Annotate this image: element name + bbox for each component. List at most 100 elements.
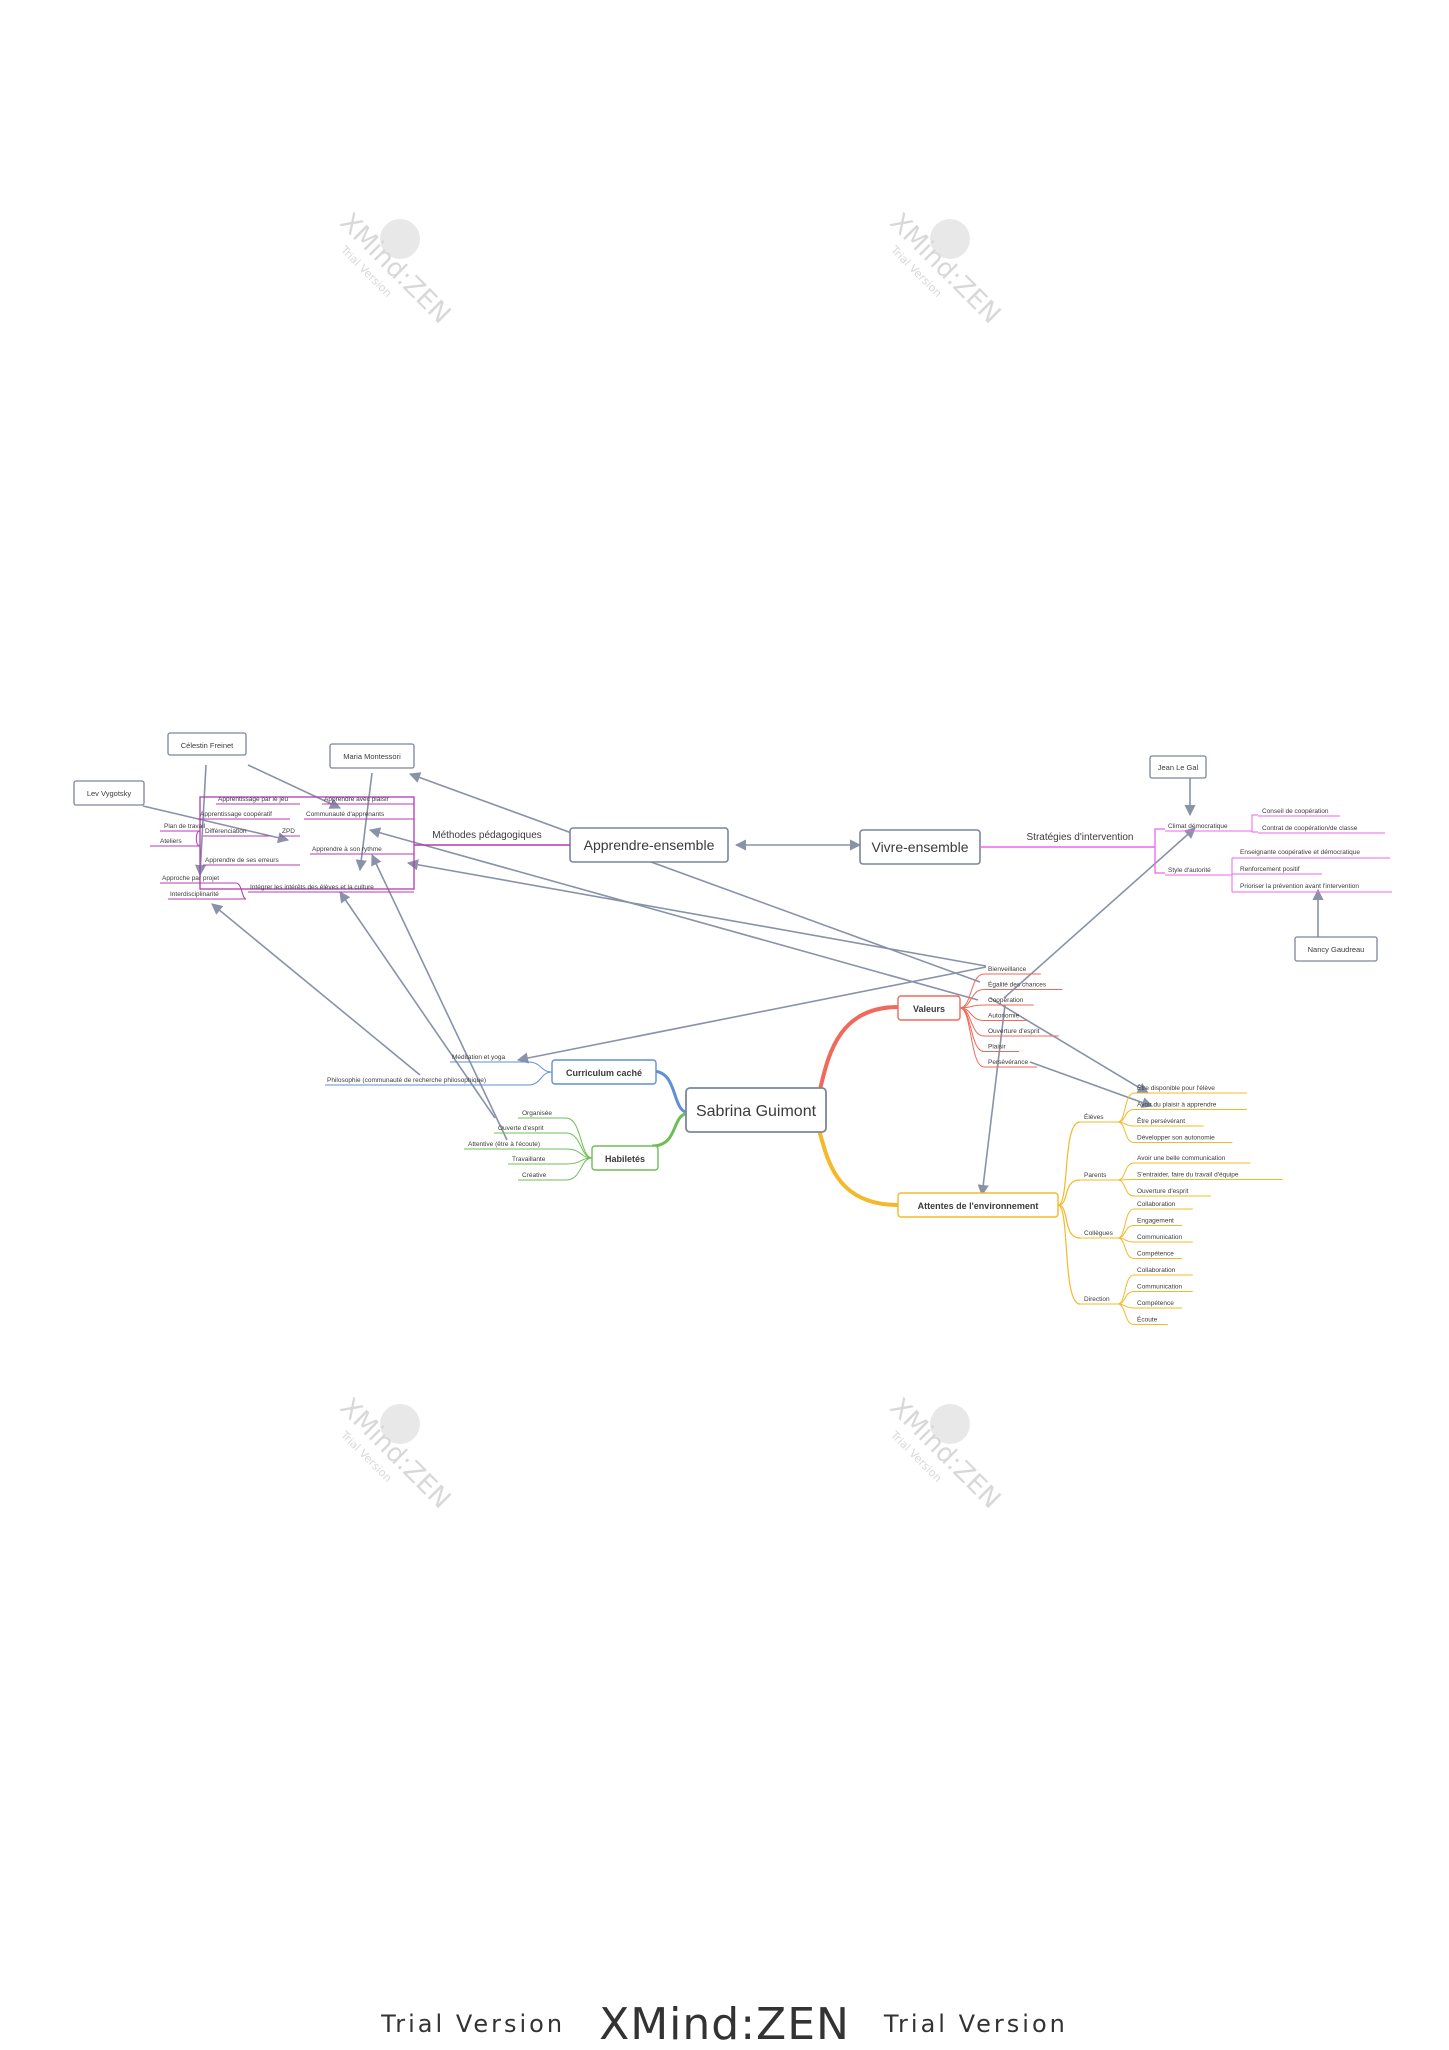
valeurs-title: Valeurs	[913, 1004, 945, 1014]
relation-freinet-plaisir	[247, 764, 342, 809]
valeurs-item: Autonomie	[988, 1013, 1019, 1020]
author-box[interactable]	[1149, 755, 1207, 779]
central-topic[interactable]: Sabrina Guimont	[651, 1005, 899, 1207]
branch-habiletes	[651, 1111, 691, 1148]
apprendre-item: Différenciation	[205, 828, 247, 835]
attentes-item: Être disponible pour l'élève	[1137, 1083, 1215, 1092]
valeurs-connector	[959, 1007, 985, 1068]
attentes-connector	[1057, 1204, 1081, 1305]
author-celestin-freinet[interactable]: Célestin Freinet	[167, 732, 247, 756]
relation-cooperation-eleves	[989, 997, 1149, 1094]
attentes-item: Compétence	[1137, 1300, 1174, 1307]
author-lev-vygotsky[interactable]: Lev Vygotsky	[73, 780, 145, 806]
attentes-item: Être persévérant	[1137, 1116, 1185, 1125]
attentes-item: Compétence	[1137, 1251, 1174, 1258]
apprendre-item: ZPD	[282, 828, 295, 835]
valeurs-item: Persévérance	[988, 1059, 1028, 1066]
attentes-item-connector	[1117, 1303, 1135, 1325]
attentes-item: Communication	[1137, 1234, 1183, 1241]
attentes-group-label: Direction	[1084, 1296, 1110, 1303]
climat-item-conseil: Conseil de coopération	[1262, 808, 1329, 815]
watermark-2: XMind:ZEN Trial Version	[884, 208, 1006, 330]
relation-valeurs-climat	[1003, 827, 1196, 999]
vivre-branch-fork	[1154, 828, 1165, 874]
author-box[interactable]	[167, 732, 247, 756]
style-label: Style d'autorité	[1168, 867, 1211, 874]
author-label: Célestin Freinet	[181, 741, 234, 750]
author-nancy-gaudreau[interactable]: Nancy Gaudreau	[1294, 936, 1378, 962]
relation-bienveillance-meditation	[516, 966, 987, 1064]
attentes-group-label: Parents	[1084, 1172, 1107, 1179]
footer-trial-right: Trial Version	[883, 2010, 1068, 2038]
relation-egalite-montessori	[408, 772, 981, 983]
relation-attentive-integrer	[339, 891, 496, 1119]
apprendre-branch-label: Méthodes pédagogiques	[432, 830, 542, 841]
curriculum-connector	[325, 1071, 553, 1086]
subitem-ateliers: Ateliers	[160, 838, 182, 845]
relation-attentive-rythme	[371, 853, 508, 1141]
habiletes-item: Organisée	[522, 1110, 552, 1117]
valeurs-item: Plaisir	[988, 1044, 1007, 1051]
apprendre-item: Intégrer les intérêts des élèves et la c…	[250, 884, 374, 891]
style-fork	[1225, 858, 1233, 892]
relation-valeurs-attentes	[977, 1004, 1006, 1197]
apprendre-subitems: Plan de travail Ateliers	[150, 823, 206, 847]
valeurs-item: Bienveillance	[988, 966, 1027, 973]
curriculum-connector	[450, 1061, 553, 1073]
curriculum-topic[interactable]: Curriculum caché Méditation et yoga Phil…	[325, 1054, 657, 1086]
attentes-group-label: Collègues	[1084, 1230, 1114, 1237]
attentes-item-connector	[1117, 1274, 1135, 1305]
watermark-1: XMind:ZEN Trial Version	[334, 208, 456, 330]
author-jean-le-gal[interactable]: Jean Le Gal	[1149, 755, 1207, 779]
attentes-item-connector	[1117, 1179, 1135, 1197]
habiletes-item: Créative	[522, 1172, 547, 1179]
attentes-item: Collaboration	[1137, 1201, 1176, 1208]
author-box[interactable]	[73, 780, 145, 806]
apprendre-item: Apprendre avec plaisir	[324, 796, 390, 803]
apprendre-boundary	[199, 796, 415, 890]
habiletes-item: Attentive (être à l'écoute)	[468, 1141, 540, 1148]
footer-trial-left: Trial Version	[381, 2010, 566, 2038]
relation-vygotsky-zpd	[142, 805, 290, 844]
central-topic-box[interactable]	[685, 1087, 827, 1133]
attentes-item: Engagement	[1137, 1218, 1174, 1225]
apprendre-ensemble-topic[interactable]: Apprendre-ensemble Méthodes pédagogiques…	[150, 796, 729, 900]
style-item-enseignante: Enseignante coopérative et démocratique	[1240, 849, 1360, 856]
curriculum-item-philosophie: Philosophie (communauté de recherche phi…	[327, 1077, 486, 1084]
apprendre-item-connector	[235, 882, 247, 900]
apprendre-item: Approche par projet	[162, 875, 219, 882]
attentes-item: Avoir une belle communication	[1137, 1155, 1226, 1162]
attentes-item-connector	[1117, 1237, 1135, 1259]
attentes-connector	[1057, 1121, 1081, 1206]
vivre-branch-label: Stratégies d'intervention	[1027, 832, 1134, 843]
apprendre-item: Apprendre de ses erreurs	[205, 857, 279, 864]
author-maria-montessori[interactable]: Maria Montessori	[329, 743, 415, 769]
author-label: Lev Vygotsky	[87, 789, 132, 798]
attentes-item: Développer son autonomie	[1137, 1135, 1215, 1142]
attentes-item: Ouverture d'esprit	[1137, 1188, 1189, 1195]
author-box[interactable]	[329, 743, 415, 769]
watermark-3: XMind:ZEN Trial Version	[334, 1393, 456, 1515]
valeurs-connector	[959, 973, 985, 1009]
vivre-ensemble-topic[interactable]: Vivre-ensemble Stratégies d'intervention…	[859, 808, 1392, 893]
author-box[interactable]	[1294, 936, 1378, 962]
climat-item-contrat: Contrat de coopération/de classe	[1262, 825, 1358, 832]
author-label: Jean Le Gal	[1158, 763, 1199, 772]
vivre-title: Vivre-ensemble	[871, 839, 968, 855]
attentes-item-connector	[1117, 1208, 1135, 1239]
apprendre-item: Apprendre à son rythme	[312, 846, 382, 853]
habiletes-connector	[565, 1157, 593, 1181]
subitem-connector	[195, 830, 201, 847]
climat-fork	[1245, 814, 1258, 833]
relation-philosophie-interdisciplinarite	[211, 903, 421, 1076]
attentes-item-connector	[1117, 1162, 1135, 1181]
curriculum-title: Curriculum caché	[566, 1068, 642, 1078]
